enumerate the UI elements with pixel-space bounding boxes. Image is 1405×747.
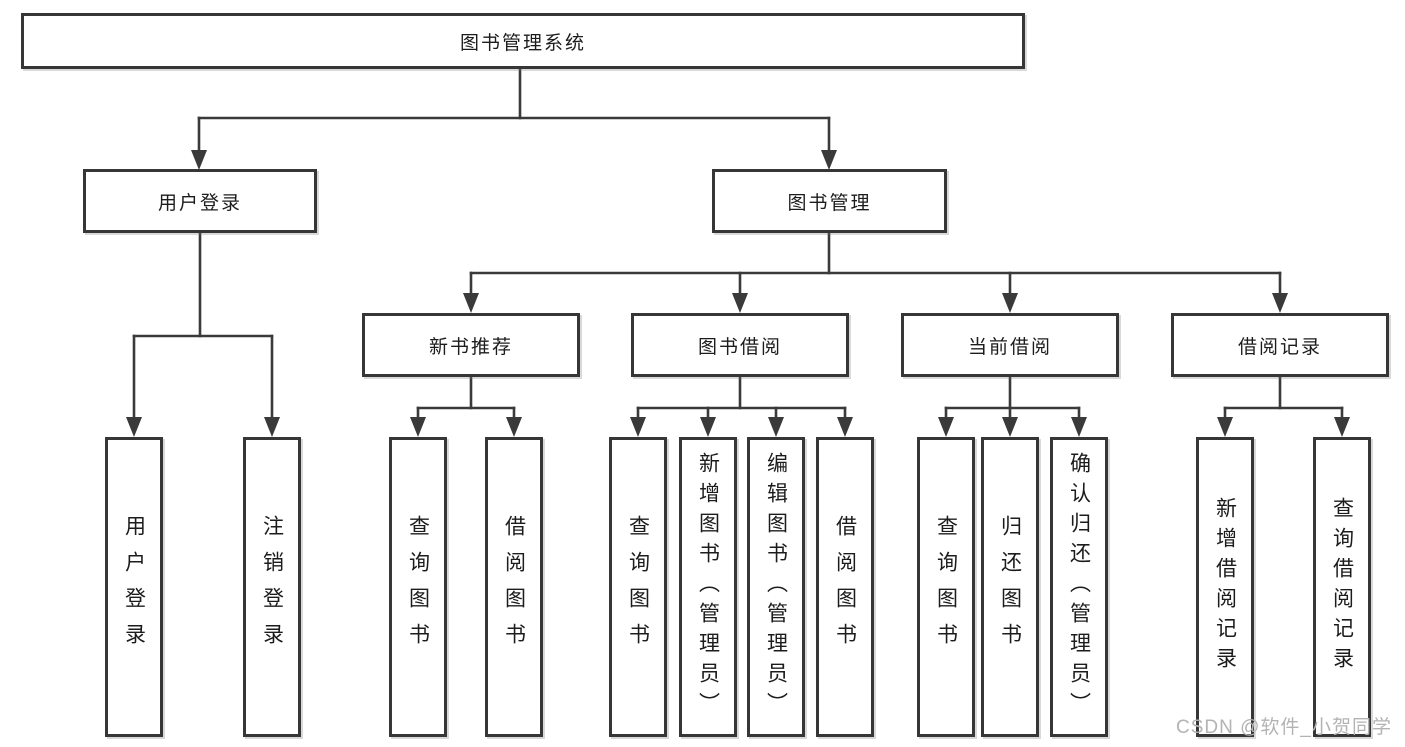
node-borrow-records: 借阅记录 <box>1171 313 1389 377</box>
node-user-login: 用户登录 <box>83 169 317 233</box>
node-current-borrow-label: 当前借阅 <box>967 336 1052 358</box>
node-leaf-borrow-books-recommend-label: 借阅图书 <box>502 515 526 659</box>
node-leaf-query-books-current-label: 查询图书 <box>934 515 958 659</box>
node-leaf-borrow-books-borrow-label: 借阅图书 <box>833 515 857 659</box>
node-leaf-user-login-label: 用户登录 <box>122 515 146 659</box>
node-leaf-query-books-recommend: 查询图书 <box>389 437 447 737</box>
node-leaf-borrow-books-borrow: 借阅图书 <box>816 437 874 737</box>
node-leaf-return-books-label: 归还图书 <box>998 515 1022 659</box>
node-leaf-confirm-return-admin-label: 确认归还（管理员） <box>1067 452 1091 722</box>
node-leaf-user-login: 用户登录 <box>105 437 163 737</box>
node-book-management-label: 图书管理 <box>787 192 872 214</box>
node-leaf-query-borrow-record: 查询借阅记录 <box>1313 437 1371 737</box>
node-current-borrow: 当前借阅 <box>901 313 1119 377</box>
node-borrow-records-label: 借阅记录 <box>1237 336 1322 358</box>
node-book-management: 图书管理 <box>712 169 947 233</box>
node-root: 图书管理系统 <box>21 13 1025 69</box>
node-leaf-query-books-current: 查询图书 <box>917 437 975 737</box>
node-leaf-add-book-admin-label: 新增图书（管理员） <box>696 452 720 722</box>
node-root-label: 图书管理系统 <box>459 32 586 54</box>
node-leaf-logout: 注销登录 <box>243 437 301 737</box>
node-leaf-edit-book-admin-label: 编辑图书（管理员） <box>764 452 788 722</box>
node-new-book-recommend-label: 新书推荐 <box>428 336 513 358</box>
node-leaf-add-borrow-record-label: 新增借阅记录 <box>1213 497 1237 677</box>
node-leaf-query-borrow-record-label: 查询借阅记录 <box>1330 497 1354 677</box>
node-new-book-recommend: 新书推荐 <box>362 313 580 377</box>
node-leaf-query-books-recommend-label: 查询图书 <box>406 515 430 659</box>
node-leaf-confirm-return-admin: 确认归还（管理员） <box>1050 437 1108 737</box>
arrowhead-icons <box>126 150 1350 437</box>
node-leaf-query-books-borrow-label: 查询图书 <box>626 515 650 659</box>
node-book-borrow: 图书借阅 <box>631 313 849 377</box>
node-leaf-borrow-books-recommend: 借阅图书 <box>485 437 543 737</box>
node-leaf-add-book-admin: 新增图书（管理员） <box>679 437 737 737</box>
watermark: CSDN @软件_小贺同学 <box>1176 717 1392 738</box>
node-leaf-add-borrow-record: 新增借阅记录 <box>1196 437 1254 737</box>
node-user-login-label: 用户登录 <box>157 192 242 214</box>
node-book-borrow-label: 图书借阅 <box>697 336 782 358</box>
node-leaf-return-books: 归还图书 <box>981 437 1039 737</box>
node-leaf-query-books-borrow: 查询图书 <box>609 437 667 737</box>
node-leaf-edit-book-admin: 编辑图书（管理员） <box>747 437 805 737</box>
node-leaf-logout-label: 注销登录 <box>260 515 284 659</box>
